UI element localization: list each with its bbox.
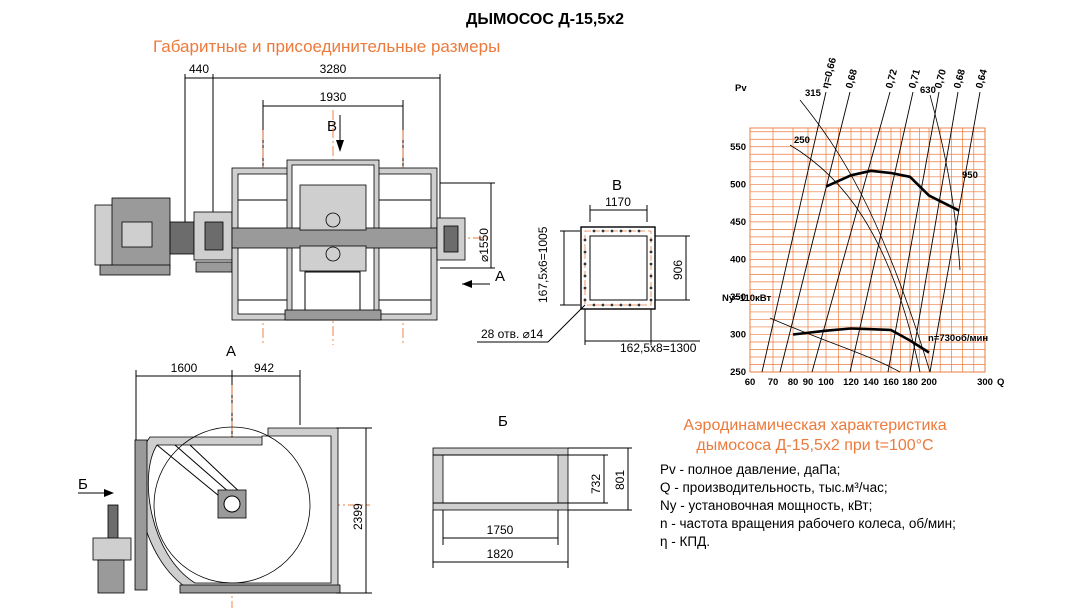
efficiency-label: 0,70 — [933, 68, 949, 90]
efficiency-line — [929, 91, 981, 373]
view-b-arrow: Б — [78, 476, 88, 493]
x-tick-label: 60 — [745, 377, 756, 388]
top-view: 440 3280 1930 В — [94, 62, 505, 345]
power-label: Ny=110кВт — [722, 293, 772, 304]
outlet-view: Б 732 801 1750 1820 — [432, 413, 632, 568]
flange-view: В 1170 167,5х6=1005 906 162,5х8=1300 28 … — [477, 177, 700, 355]
dim-2399: 2399 — [351, 503, 365, 530]
efficiency-line — [849, 91, 914, 373]
legend-n: n - частота вращения рабочего колеса, об… — [660, 516, 956, 531]
y-tick-label: 300 — [730, 329, 746, 340]
power-curve — [789, 144, 921, 373]
view-a-marker: А — [495, 268, 505, 285]
y-tick-label: 250 — [730, 367, 746, 378]
dim-440: 440 — [189, 62, 209, 76]
power-label: 315 — [805, 88, 822, 99]
speed-label: n=730об/мин — [928, 333, 988, 344]
x-tick-label: 80 — [788, 377, 799, 388]
x-tick-label: 120 — [843, 377, 859, 388]
dim-1930: 1930 — [320, 90, 347, 104]
legend-q: Q - производительность, тыс.м³/час; — [660, 480, 888, 495]
efficiency-line — [909, 91, 959, 373]
chart-lines — [761, 91, 981, 373]
power-label: 950 — [962, 170, 978, 181]
outlet-view-label: Б — [498, 413, 508, 430]
side-view-label: А — [226, 343, 236, 360]
side-view: А 1600 942 2399 Б — [78, 343, 372, 608]
dim-3280: 3280 — [320, 62, 347, 76]
y-axis-label: Pv — [735, 83, 747, 94]
dim-1600: 1600 — [171, 361, 198, 375]
x-axis-label: Q — [997, 377, 1004, 388]
x-tick-label: 300 — [977, 377, 993, 388]
efficiency-label: 0,64 — [974, 68, 990, 90]
view-b-marker: В — [327, 118, 337, 135]
dim-d1550: ⌀1550 — [477, 228, 491, 262]
x-tick-label: 200 — [921, 377, 937, 388]
y-tick-label: 400 — [730, 254, 746, 265]
dim-906: 906 — [671, 260, 685, 280]
y-tick-label: 550 — [730, 142, 746, 153]
dim-1820: 1820 — [487, 547, 514, 561]
power-label: 630 — [920, 85, 936, 96]
efficiency-label: 0,68 — [844, 68, 860, 90]
efficiency-label: η=0,66 — [820, 56, 839, 90]
power-label: 250 — [794, 135, 810, 146]
pressure-curve — [825, 169, 960, 212]
drawing-title: ДЫМОСОС Д-15,5х2 — [466, 11, 624, 28]
efficiency-line — [761, 91, 827, 373]
x-tick-label: 160 — [883, 377, 899, 388]
x-tick-label: 90 — [803, 377, 814, 388]
dim-1170: 1170 — [605, 195, 631, 209]
aero-title-line-2: дымососа Д-15,5х2 при t=100°С — [696, 437, 933, 454]
aero-title-line-1: Аэродинамическая характеристика — [683, 417, 946, 434]
holes-spec: 28 отв. ⌀14 — [481, 327, 544, 341]
dim-162: 162,5х8=1300 — [620, 341, 697, 355]
chart-labels: 250 300 350 400 450 500 550 60 70 80 90 100 120 140 16… — [722, 56, 993, 388]
y-tick-label: 450 — [730, 217, 746, 228]
x-tick-label: 100 — [818, 377, 834, 388]
power-curve — [769, 317, 901, 373]
drawing-subtitle: Габаритные и присоединительные размеры — [153, 37, 500, 56]
efficiency-line — [887, 91, 940, 373]
x-tick-label: 140 — [863, 377, 879, 388]
efficiency-label: 0,68 — [952, 68, 968, 90]
efficiency-label: 0,71 — [907, 68, 923, 90]
flange-view-label: В — [612, 177, 622, 194]
grid-frame — [749, 127, 986, 373]
x-tick-label: 70 — [768, 377, 779, 388]
dim-1750: 1750 — [487, 523, 514, 537]
legend-eta: η - КПД. — [660, 534, 710, 549]
y-tick-label: 500 — [730, 179, 746, 190]
efficiency-line — [811, 91, 891, 373]
dim-801: 801 — [613, 470, 627, 490]
dim-167: 167,5х6=1005 — [536, 226, 550, 303]
legend-pv: Pv - полное давление, даПа; — [660, 462, 840, 477]
y-tick-label: 350 — [730, 292, 746, 303]
aero-chart: 250 300 350 400 450 500 550 60 70 80 90 100 120 140 16… — [722, 56, 1004, 388]
x-tick-label: 180 — [902, 377, 918, 388]
dim-732: 732 — [589, 474, 603, 494]
dim-942: 942 — [254, 361, 274, 375]
legend-ny: Ny - установочная мощность, кВт; — [660, 498, 872, 513]
ny-curve — [792, 327, 930, 354]
efficiency-line — [779, 91, 851, 373]
efficiency-label: 0,72 — [884, 68, 900, 90]
power-curve — [799, 99, 931, 373]
power-curve — [929, 94, 961, 271]
